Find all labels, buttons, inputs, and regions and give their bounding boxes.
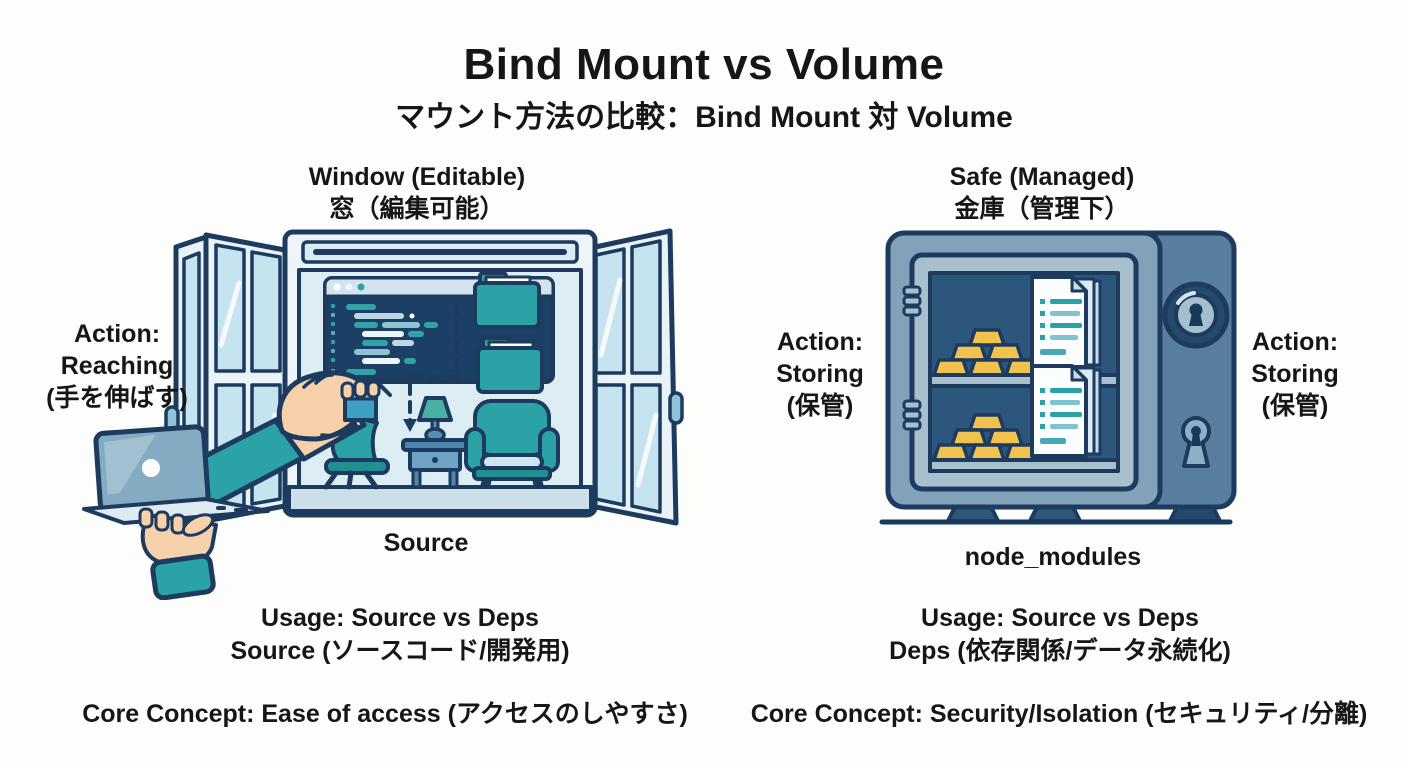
holding-hand xyxy=(138,507,218,600)
folder-icon xyxy=(473,271,541,329)
page-subtitle: マウント方法の比較：Bind Mount 対 Volume xyxy=(395,101,1013,134)
dial-lock-icon xyxy=(1162,281,1230,349)
volume-heading-en: Safe (Managed) xyxy=(949,163,1135,191)
document-icon xyxy=(1030,364,1102,458)
bind-mount-action-label: Action: Reaching (手を伸ばす) xyxy=(46,320,188,412)
armchair-icon xyxy=(464,399,560,487)
document-icon xyxy=(1030,275,1102,369)
bind-mount-heading-ja: 窓（編集可能） xyxy=(329,195,505,223)
volume-heading: Safe (Managed) 金庫（管理下） xyxy=(852,161,1232,225)
bind-mount-usage: Usage: Source vs Deps Source (ソースコード/開発用… xyxy=(230,604,570,665)
volume-action-label-left: Action: Storing (保管) xyxy=(776,328,864,420)
bind-mount-illustration xyxy=(82,228,684,600)
keyhole-icon xyxy=(1181,416,1211,468)
folder-icon xyxy=(476,336,544,394)
volume-action-label-right: Action: Storing (保管) xyxy=(1251,328,1339,420)
bind-mount-caption: Source xyxy=(383,529,469,557)
volume-caption: node_modules xyxy=(964,543,1142,571)
bind-mount-core-concept: Core Concept: Ease of access (アクセスのしやすさ) xyxy=(82,700,688,728)
laptop-icon xyxy=(82,424,270,525)
safe-floor xyxy=(928,458,1120,473)
bind-mount-heading: Window (Editable) 窓（編集可能） xyxy=(227,161,607,225)
fingertips xyxy=(340,379,381,401)
volume-core-concept: Core Concept: Security/Isolation (セキュリティ… xyxy=(750,700,1368,728)
bind-mount-heading-en: Window (Editable) xyxy=(308,163,526,191)
right-shutter xyxy=(583,228,684,526)
safe-shelf xyxy=(928,373,1120,388)
volume-usage: Usage: Source vs Deps Deps (依存関係/データ永続化) xyxy=(889,604,1231,665)
volume-heading-ja: 金庫（管理下） xyxy=(954,195,1130,223)
volume-illustration xyxy=(879,230,1237,525)
page-title: Bind Mount vs Volume xyxy=(463,40,945,89)
